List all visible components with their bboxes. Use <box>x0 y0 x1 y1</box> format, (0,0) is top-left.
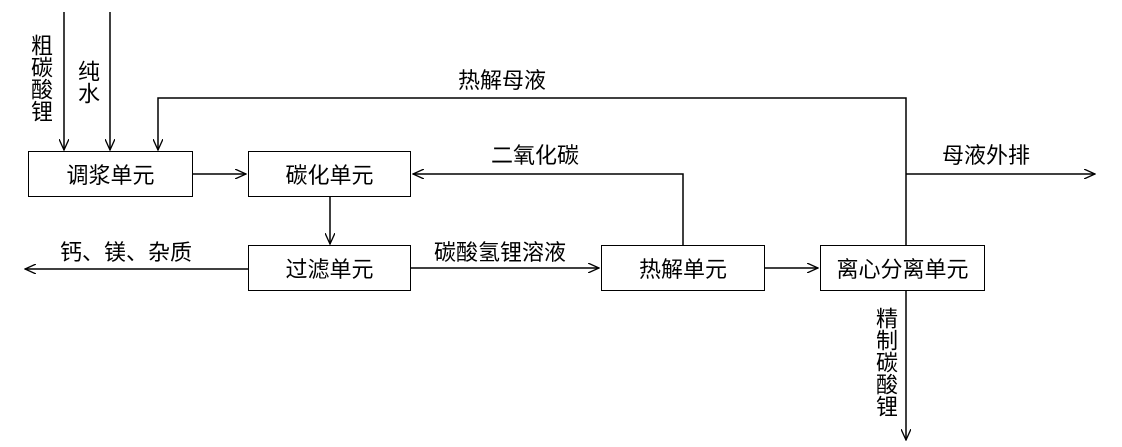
mother-liquor-discharge-label: 母液外排 <box>942 144 1031 169</box>
crude-li2co3-label: 粗碳酸锂 <box>27 34 52 122</box>
pure-water-label: 纯水 <box>74 60 99 104</box>
carbonation-unit-label: 碳化单元 <box>285 164 374 189</box>
slurry-unit-label: 调浆单元 <box>66 164 155 189</box>
centrifuge-unit-box: 离心分离单元 <box>820 245 985 291</box>
arrow-mother-liquor-recycle <box>158 97 907 246</box>
pyrolysis-unit-label: 热解单元 <box>638 258 727 283</box>
pyrolysis-mother-liquor-label: 热解母液 <box>458 69 547 94</box>
co2-label: 二氧化碳 <box>491 144 580 169</box>
arrow-co2-recycle <box>413 174 684 246</box>
impurities-label: 钙、镁、杂质 <box>60 241 193 266</box>
filtration-unit-label: 过滤单元 <box>285 258 374 283</box>
pyrolysis-unit-box: 热解单元 <box>601 245 765 291</box>
filtration-unit-box: 过滤单元 <box>248 245 411 291</box>
slurry-unit-box: 调浆单元 <box>28 151 193 197</box>
carbonation-unit-box: 碳化单元 <box>248 151 411 197</box>
refined-li2co3-label: 精制碳酸锂 <box>872 307 897 417</box>
lihco3-solution-label: 碳酸氢锂溶液 <box>434 241 567 266</box>
centrifuge-unit-label: 离心分离单元 <box>836 258 969 283</box>
